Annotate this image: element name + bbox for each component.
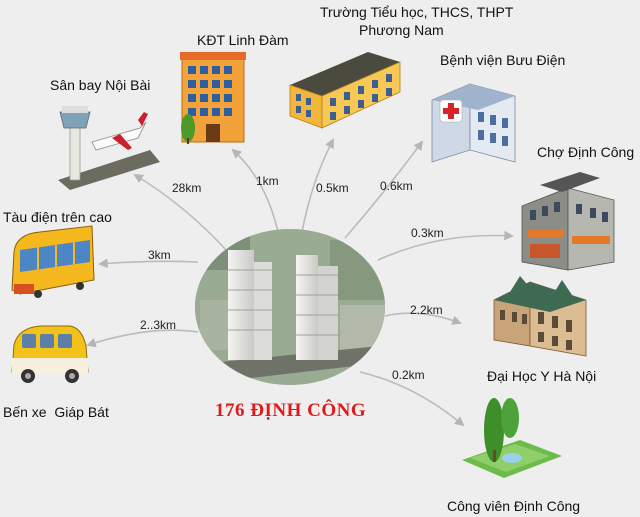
hospital-icon: [431, 83, 516, 163]
distance-kdt: 1km: [256, 174, 279, 188]
distance-dai-hoc: 2.2km: [410, 303, 443, 317]
label-truong-line2: Phương Nam: [359, 22, 444, 38]
label-cong-vien: Công viên Định Công: [447, 498, 581, 514]
arrow-benh-vien: [344, 140, 424, 239]
label-benh-vien: Bệnh viện Bưu Điện: [440, 52, 566, 68]
distance-arrows: [86, 138, 514, 427]
school-building-icon: [289, 52, 401, 129]
arrow-kdt: [231, 148, 279, 233]
distance-cong-vien: 0.2km: [392, 368, 425, 382]
distance-san-bay: 28km: [172, 181, 202, 195]
arrow-san-bay: [133, 174, 229, 253]
arrow-cong-vien: [359, 371, 465, 427]
label-dai-hoc: Đại Học Y Hà Nội: [487, 368, 597, 384]
van-icon: [11, 325, 89, 383]
arrow-tau-dien: [98, 258, 199, 269]
label-cho: Chợ Định Công: [537, 144, 635, 160]
university-building-icon: [493, 276, 587, 357]
park-icon: [462, 398, 562, 478]
distance-tau-dien: 3km: [148, 248, 171, 262]
arrow-ben-xe: [86, 329, 199, 348]
arrow-cho: [377, 230, 514, 261]
distance-ben-xe: 2..3km: [140, 318, 177, 332]
apartment-building-icon: [180, 52, 246, 144]
arrow-dai-hoc: [384, 312, 462, 325]
building-aerial-photo: [195, 229, 385, 385]
label-ben-xe: Bến xe Giáp Bát: [3, 404, 109, 420]
project-title: 176 ĐỊNH CÔNG: [215, 400, 367, 421]
label-kdt: KĐT Linh Đàm: [197, 32, 289, 48]
arrow-truong: [301, 138, 334, 233]
airport-icon: [58, 106, 160, 190]
label-truong-line1: Trường Tiểu học, THCS, THPT: [320, 4, 514, 20]
market-building-icon: [521, 172, 615, 271]
distance-benh-vien: 0.6km: [380, 179, 413, 193]
distance-truong: 0.5km: [316, 181, 349, 195]
train-icon: [11, 225, 95, 298]
label-tau-dien: Tàu điện trên cao: [3, 209, 112, 225]
label-san-bay: Sân bay Nội Bài: [50, 77, 151, 93]
distance-cho: 0.3km: [411, 226, 444, 240]
